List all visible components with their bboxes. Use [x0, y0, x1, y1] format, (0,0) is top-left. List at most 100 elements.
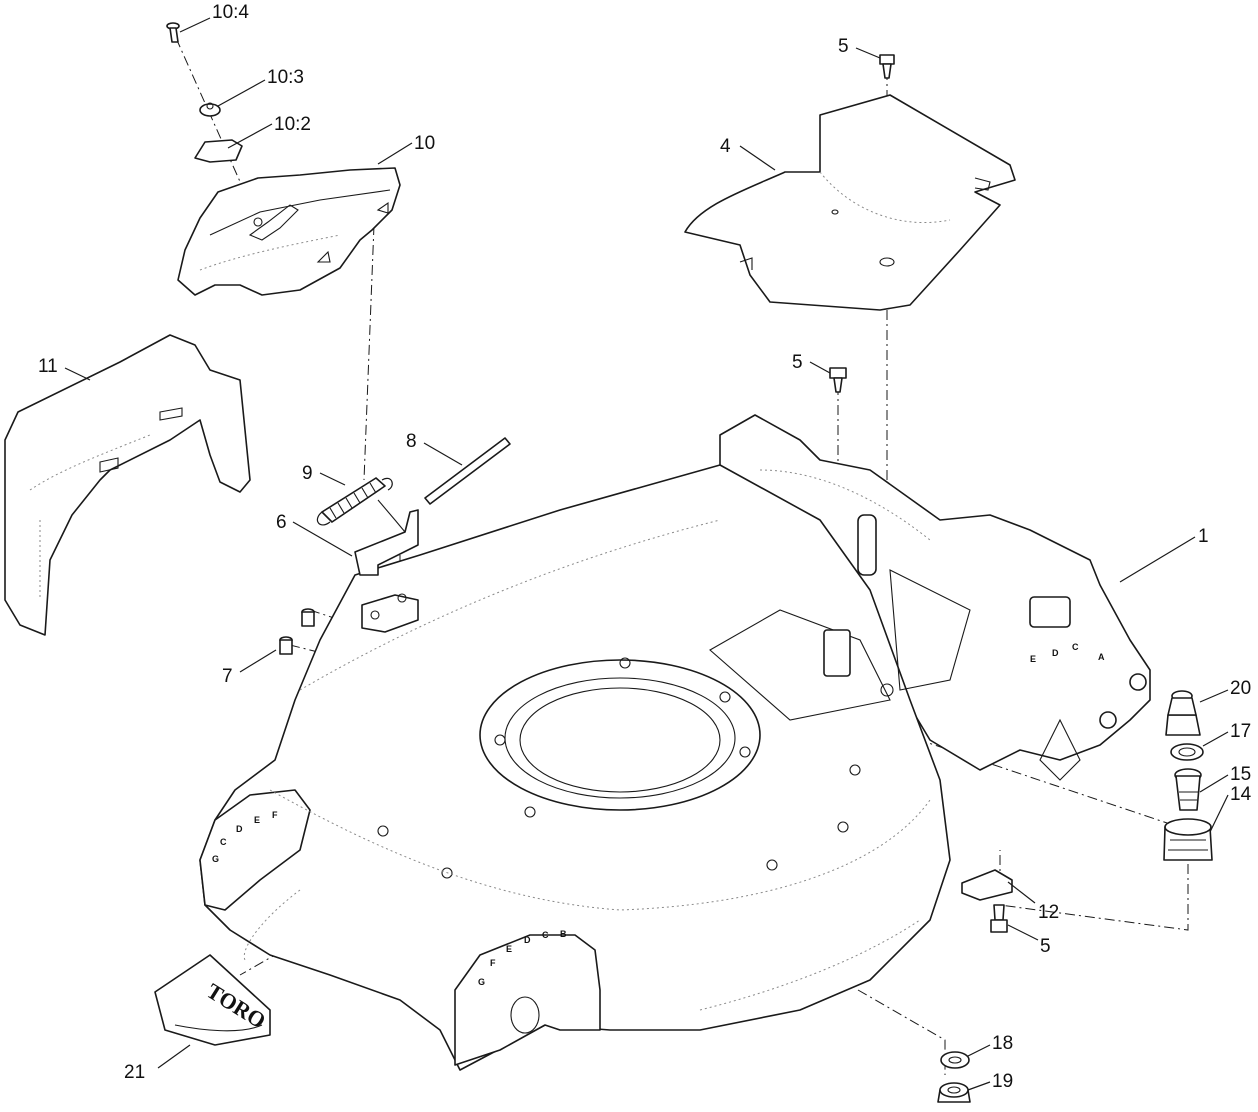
leader-11 — [64, 367, 91, 381]
callout-5-top: 5 — [838, 36, 849, 57]
callout-4: 4 — [720, 136, 731, 157]
leader-10 — [377, 142, 413, 165]
nut-part-19 — [937, 1082, 971, 1103]
screw-part-7-b — [279, 636, 293, 655]
rear-door-arrow — [376, 201, 389, 214]
logo-swoosh — [174, 1024, 263, 1032]
deck-rear-panel — [889, 569, 971, 691]
screw-part-5-top — [879, 54, 895, 79]
height-scale-front-5: C — [542, 930, 549, 940]
cover-plate-slot — [974, 177, 991, 191]
deck-rear-slot — [1039, 718, 1081, 781]
leader-20 — [1199, 689, 1229, 703]
callout-6: 6 — [276, 512, 287, 533]
leader-17 — [1202, 731, 1229, 747]
deck-boss — [377, 825, 389, 837]
rear-door-ridge — [209, 189, 391, 236]
cover-plate-pin — [831, 209, 839, 215]
callout-11: 11 — [38, 356, 58, 377]
washer-part-17 — [1170, 743, 1204, 761]
deck-bolt-hole — [524, 806, 536, 818]
screw-part-5-bot — [990, 904, 1008, 933]
bracket-arm — [377, 499, 406, 533]
fitting-part-20 — [1165, 690, 1201, 736]
screw-part-7-a — [301, 608, 315, 627]
rear-door — [177, 167, 401, 296]
height-scale-front-4: D — [524, 935, 531, 945]
deck-mount-hole — [397, 593, 407, 603]
height-scale-front-1: G — [478, 977, 485, 987]
deck-chute-opening — [709, 609, 891, 721]
cover-plate — [684, 94, 1016, 311]
height-scale-right-3: C — [1072, 642, 1079, 652]
leader-4 — [739, 145, 776, 171]
leader-6 — [292, 521, 353, 557]
callout-5-bot: 5 — [1040, 936, 1051, 957]
height-scale-right-2: D — [1052, 648, 1059, 658]
deck-engine-ring-outer — [479, 659, 761, 811]
callout-10-2: 10:2 — [274, 114, 311, 135]
callout-21: 21 — [124, 1062, 145, 1083]
leader-10-4 — [179, 17, 211, 33]
deck-rear-axle-hole — [1129, 673, 1147, 691]
leader-1 — [1119, 536, 1196, 583]
deck-contour — [269, 789, 931, 911]
mower-deck-part-1: E D C A G C D E F G F E D C B — [199, 414, 1151, 1071]
leader-lines — [64, 17, 1229, 1091]
rear-door-hinge — [248, 204, 299, 241]
callout-1: 1 — [1198, 526, 1209, 547]
height-scale-front-2: F — [490, 958, 496, 968]
washer-hole — [206, 102, 214, 110]
rear-door-contour — [199, 234, 341, 271]
callout-10-3: 10:3 — [267, 67, 304, 88]
side-cover — [4, 334, 251, 636]
callout-10: 10 — [414, 133, 435, 154]
leader-21 — [157, 1044, 191, 1069]
callout-5-mid: 5 — [792, 352, 803, 373]
assembly-line-spring — [363, 224, 375, 481]
screw-part-10-4 — [166, 22, 180, 43]
callout-20: 20 — [1230, 678, 1251, 699]
deck-boss — [441, 867, 453, 879]
height-scale-right-1: E — [1030, 654, 1036, 664]
deck-bracket-mount — [361, 594, 419, 633]
deck-height-lever-mount — [1029, 596, 1071, 628]
deck-contour — [243, 889, 301, 961]
leader-10-2 — [227, 123, 273, 149]
callout-7: 7 — [222, 666, 233, 687]
height-scale-left-2: C — [220, 837, 227, 847]
callout-19: 19 — [992, 1071, 1013, 1092]
washer-part-10-3 — [199, 103, 221, 117]
rod-part-8 — [424, 437, 511, 505]
washer-part-18 — [940, 1051, 970, 1069]
height-scale-front-6: B — [560, 929, 567, 939]
assembly-line-nut — [857, 989, 946, 1075]
logo-cover-part-21: TORO — [154, 954, 271, 1046]
callout-labels: 10:4 10:3 10:2 10 11 9 8 6 7 5 4 5 1 20 … — [38, 2, 1252, 1092]
callout-14: 14 — [1230, 784, 1252, 805]
spring-hook — [381, 477, 393, 491]
hinge-bracket-part-10-2 — [194, 139, 243, 163]
callout-12: 12 — [1038, 902, 1059, 923]
leader-5-bot — [1007, 924, 1039, 941]
leader-9 — [319, 472, 346, 486]
rear-door-pivot — [253, 217, 263, 227]
leader-12 — [1007, 881, 1036, 904]
leader-15 — [1199, 774, 1229, 793]
deck-bolt-hole — [719, 691, 731, 703]
deck-rear-post — [823, 629, 851, 677]
leader-14 — [1209, 794, 1229, 833]
leader-7 — [239, 649, 277, 673]
bracket-body — [354, 509, 419, 576]
spring-body — [321, 477, 386, 523]
screw-part-5-mid — [829, 367, 847, 393]
deck-front-wheel-bracket — [454, 934, 601, 1066]
height-scale-front-3: E — [506, 944, 512, 954]
spring-part-9 — [316, 477, 393, 526]
callout-17: 17 — [1230, 721, 1251, 742]
rear-door-arrow — [316, 250, 331, 263]
leader-5-top — [855, 47, 881, 59]
leader-18 — [967, 1044, 991, 1057]
side-cover-part-11 — [4, 334, 251, 636]
leader-8 — [423, 442, 463, 466]
